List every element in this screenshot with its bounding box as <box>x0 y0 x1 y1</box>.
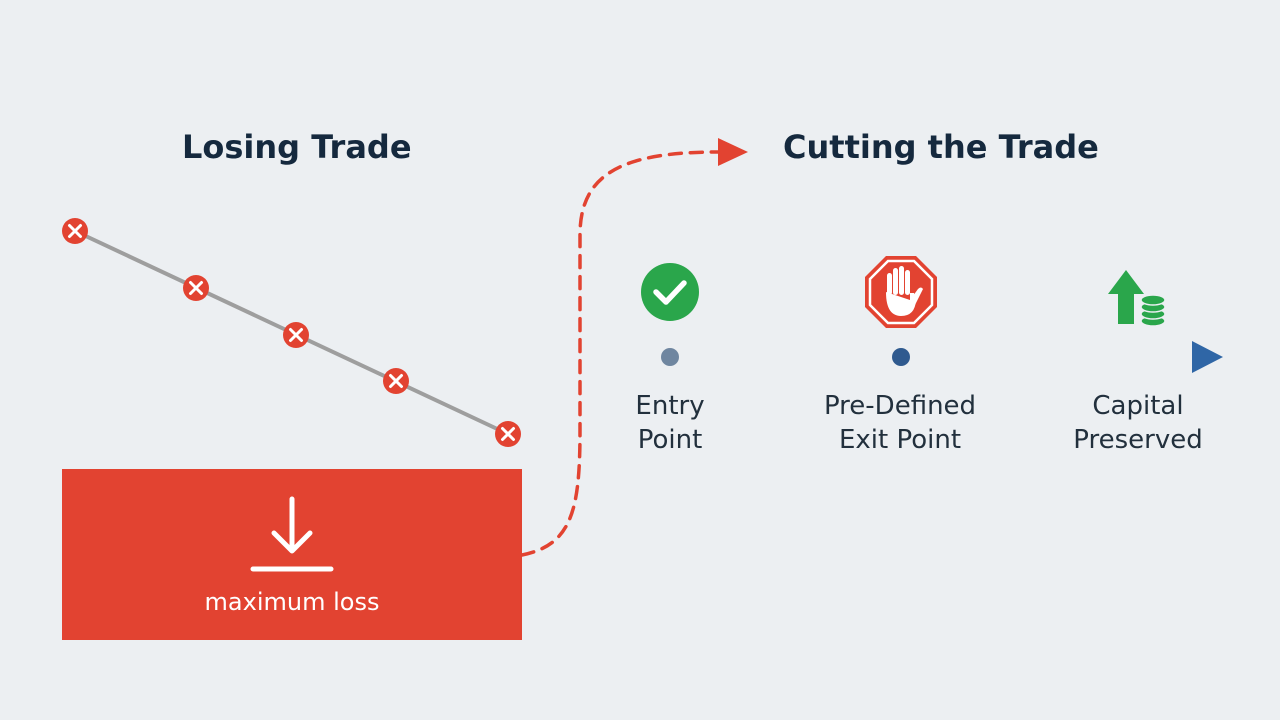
stage-label-line: Pre-Defined <box>823 391 977 421</box>
loss-marker-icon <box>495 421 521 447</box>
stage-label-line: Capital <box>1092 391 1184 421</box>
stage-label-line: Point <box>637 425 703 455</box>
cutting-trade-heading: Cutting the Trade <box>783 128 1099 166</box>
stage-label-line: Entry <box>635 391 705 421</box>
timeline-arrowhead-icon <box>1192 341 1223 373</box>
loss-marker-icon <box>62 218 88 244</box>
entry-point-dot <box>661 348 679 366</box>
entry-point-label: Entry Point <box>560 389 780 457</box>
check-circle-icon <box>641 263 699 321</box>
stage-label-line: Exit Point <box>838 425 962 455</box>
loss-marker-icon <box>383 368 409 394</box>
arrow-up-coins-icon <box>1108 270 1166 327</box>
stop-hand-icon <box>865 256 937 328</box>
exit-point-label: Pre-Defined Exit Point <box>790 389 1010 457</box>
exit-point-dot <box>892 348 910 366</box>
transition-arrowhead-icon <box>718 138 748 166</box>
loss-marker-icon <box>283 322 309 348</box>
stage-label-line: Preserved <box>1073 425 1203 455</box>
transition-dashed-arrow <box>520 150 720 557</box>
arrow-down-to-line-icon <box>250 496 334 572</box>
loss-marker-icon <box>183 275 209 301</box>
maximum-loss-label: maximum loss <box>204 588 380 616</box>
capital-preserved-label: Capital Preserved <box>1028 389 1248 457</box>
losing-trade-heading: Losing Trade <box>182 128 412 166</box>
